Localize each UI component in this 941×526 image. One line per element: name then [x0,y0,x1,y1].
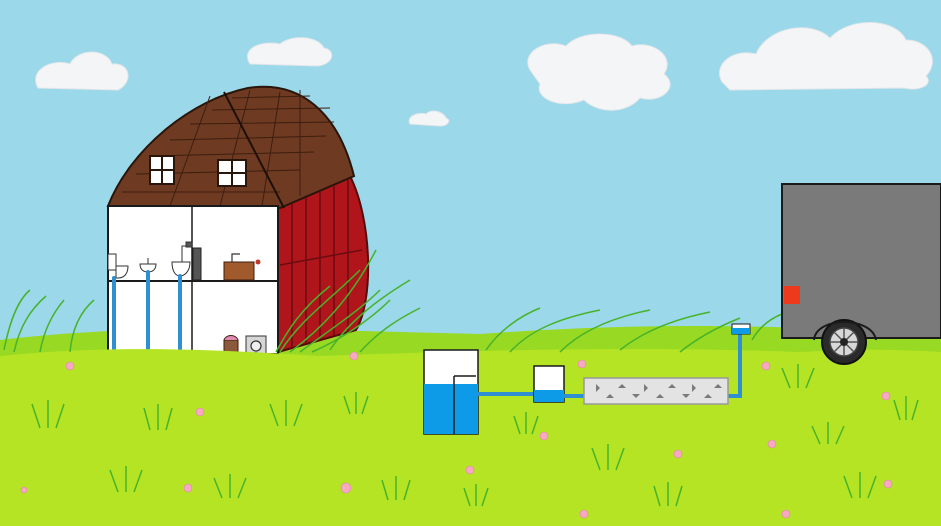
window-icon [218,160,246,186]
water-heater [193,248,201,280]
washing-machine-icon [246,336,266,354]
window-icon [150,156,174,184]
outlet-chamber [732,324,750,334]
tanker-truck [782,184,941,364]
septic-tank [424,350,478,434]
filter-bed [584,378,728,404]
cloud-4 [528,34,670,110]
truck-tail-light [784,286,800,304]
distribution-box [534,366,564,402]
truck-wheel [822,320,866,364]
truck-body [782,184,941,338]
